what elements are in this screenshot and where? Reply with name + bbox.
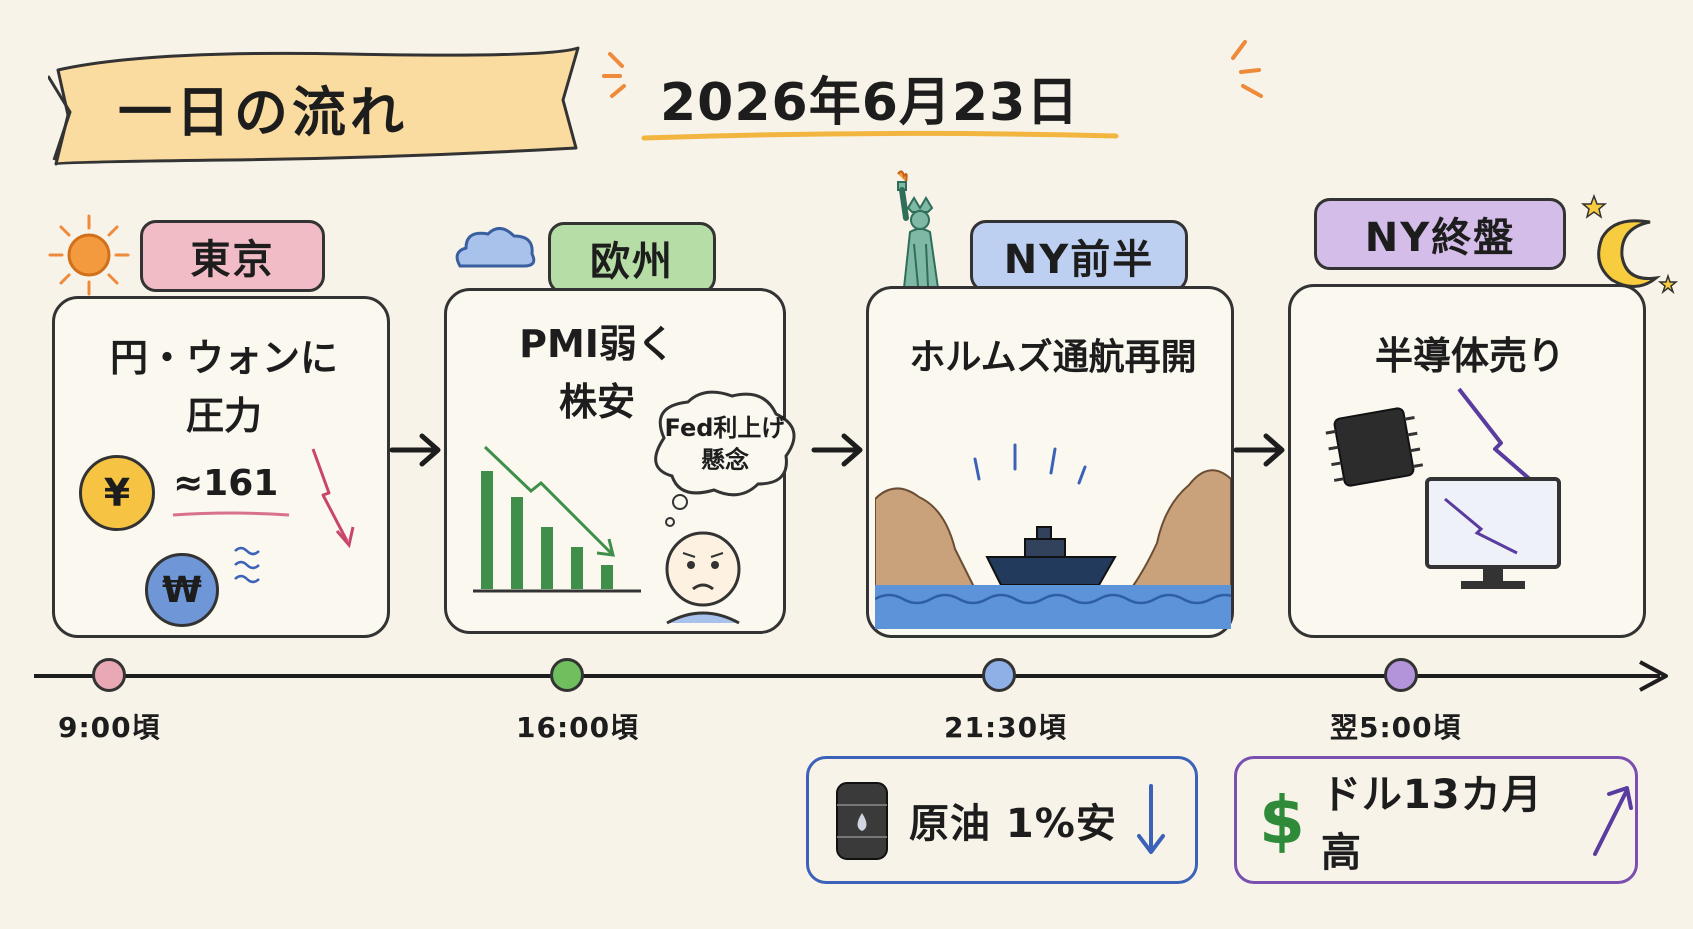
oil-barrel-icon	[836, 782, 888, 860]
monitor-icon	[1425, 477, 1561, 589]
won-coin-icon: ₩	[145, 553, 219, 627]
wave-icon	[234, 546, 260, 584]
time-label: 9:00頃	[58, 711, 161, 744]
time-label: 16:00頃	[516, 711, 640, 744]
thought-bubble	[654, 390, 796, 527]
stage-label-text: 東京	[190, 237, 275, 283]
timeline-dot	[1384, 658, 1418, 692]
timeline-dot	[982, 658, 1016, 692]
dollar-box: $ ドル13カ月高	[1234, 756, 1638, 884]
stage-card-ny-late: 半導体売り	[1288, 284, 1646, 638]
thought-text: Fed利上げ 懸念	[660, 412, 790, 476]
card-headline: 円・ウォンに	[109, 336, 338, 380]
timeline-dot	[550, 658, 584, 692]
stage-label-europe: 欧州	[548, 222, 716, 294]
stage-label-text: 欧州	[590, 239, 674, 285]
flow-arrow	[1233, 433, 1285, 467]
stage-label-ny-early: NY前半	[970, 220, 1188, 292]
dollar-text: ドル13カ月高	[1320, 772, 1543, 876]
time-label: 翌5:00頃	[1330, 711, 1462, 744]
thought-line: 懸念	[701, 446, 749, 474]
underline-mark	[172, 511, 290, 517]
bar-chart-icon	[473, 445, 641, 593]
cloud-icon	[455, 227, 536, 268]
flow-arrow	[389, 433, 441, 467]
down-arrow-icon	[1136, 784, 1165, 854]
stage-label-text: NY終盤	[1364, 215, 1516, 261]
thought-line: Fed利上げ	[664, 414, 786, 442]
oil-price-text: 原油 1%安	[909, 801, 1117, 847]
card-headline: ホルムズ通航再開	[909, 337, 1197, 378]
worried-person-icon	[665, 531, 741, 625]
yen-coin-icon: ¥	[79, 455, 155, 531]
sparkle-icon	[602, 52, 626, 98]
moon-icon	[1580, 193, 1679, 295]
strait-scene-icon	[875, 443, 1231, 629]
stage-label-text: NY前半	[1003, 237, 1155, 283]
title-banner: 一日の流れ	[48, 40, 580, 166]
stage-label-tokyo: 東京	[140, 220, 325, 292]
date-underline	[641, 130, 1119, 141]
chip-icon	[1325, 407, 1424, 487]
yen-symbol: ¥	[103, 471, 131, 515]
flow-arrow	[811, 433, 863, 467]
date-label: 2026年6月23日	[660, 73, 1080, 133]
down-trend-icon	[311, 448, 355, 549]
card-headline: 圧力	[185, 394, 262, 438]
statue-of-liberty-icon	[897, 170, 940, 289]
page-title: 一日の流れ	[118, 81, 408, 144]
sun-icon	[48, 214, 130, 296]
won-symbol: ₩	[162, 569, 202, 611]
stage-label-ny-late: NY終盤	[1314, 198, 1566, 270]
yen-rate: ≈161	[173, 463, 279, 504]
stage-card-tokyo: 円・ウォンに 圧力 ¥ ≈161 ₩	[52, 296, 390, 638]
sparkle-icon	[1231, 40, 1263, 98]
card-headline: 半導体売り	[1374, 334, 1565, 378]
up-arrow-icon	[1593, 786, 1634, 856]
oil-price-box: 原油 1%安	[806, 756, 1198, 884]
card-headline: PMI弱く	[519, 322, 675, 366]
timeline-axis	[34, 660, 1668, 692]
stage-card-ny-early: ホルムズ通航再開	[866, 286, 1234, 638]
time-label: 21:30頃	[944, 711, 1068, 744]
dollar-icon: $	[1259, 781, 1305, 859]
card-headline: 株安	[558, 380, 635, 424]
timeline-dot	[92, 658, 126, 692]
